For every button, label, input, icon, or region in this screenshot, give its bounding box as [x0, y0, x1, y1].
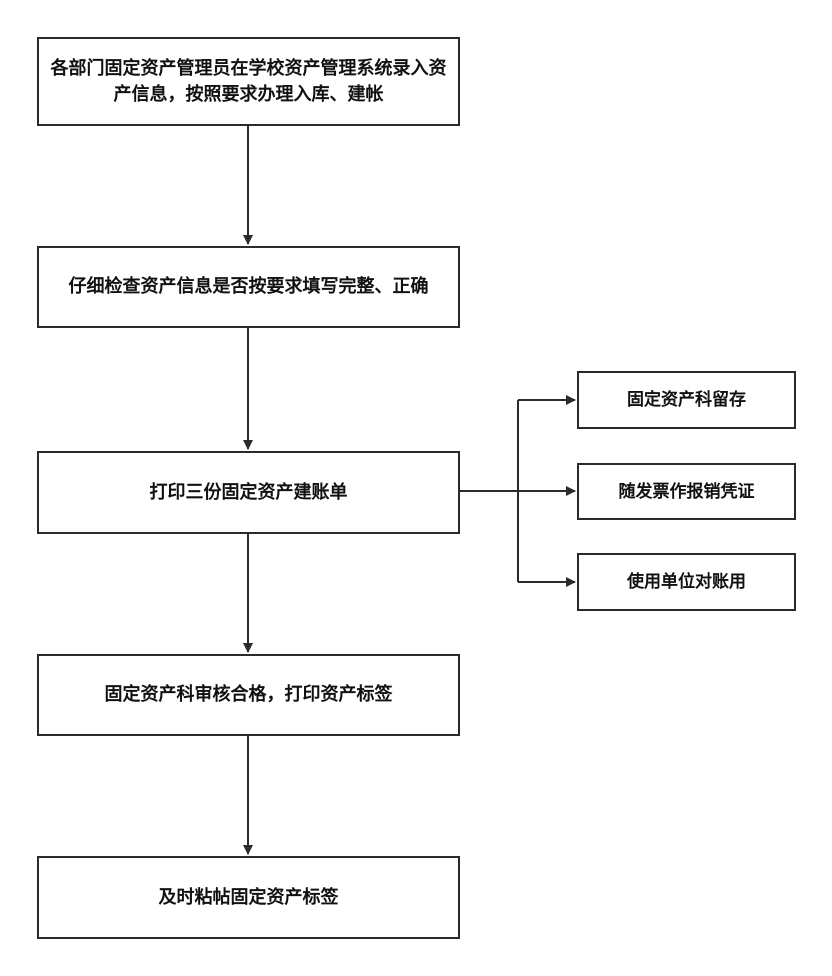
step-5-text: 及时粘帖固定资产标签	[158, 886, 339, 908]
step-4-text: 固定资产科审核合格，打印资产标签	[104, 684, 393, 705]
copy-3-box: 使用单位对账用	[577, 553, 796, 611]
step-1-text: 各部门固定资产管理员在学校资产管理系统录入资产信息，按照要求办理入库、建帐	[50, 57, 447, 105]
step-2-box: 仔细检查资产信息是否按要求填写完整、正确	[37, 246, 460, 328]
copy-2-box: 随发票作报销凭证	[577, 463, 796, 520]
step-1-box: 各部门固定资产管理员在学校资产管理系统录入资产信息，按照要求办理入库、建帐	[37, 37, 460, 126]
step-2-text: 仔细检查资产信息是否按要求填写完整、正确	[68, 276, 429, 297]
step-3-text: 打印三份固定资产建账单	[149, 481, 348, 503]
copy-3-text: 使用单位对账用	[627, 572, 746, 592]
step-5-box: 及时粘帖固定资产标签	[37, 856, 460, 939]
copy-1-box: 固定资产科留存	[577, 371, 796, 429]
step-4-box: 固定资产科审核合格，打印资产标签	[37, 654, 460, 736]
step-3-box: 打印三份固定资产建账单	[37, 451, 460, 534]
copy-2-text: 随发票作报销凭证	[618, 481, 755, 502]
copy-1-text: 固定资产科留存	[627, 390, 746, 410]
